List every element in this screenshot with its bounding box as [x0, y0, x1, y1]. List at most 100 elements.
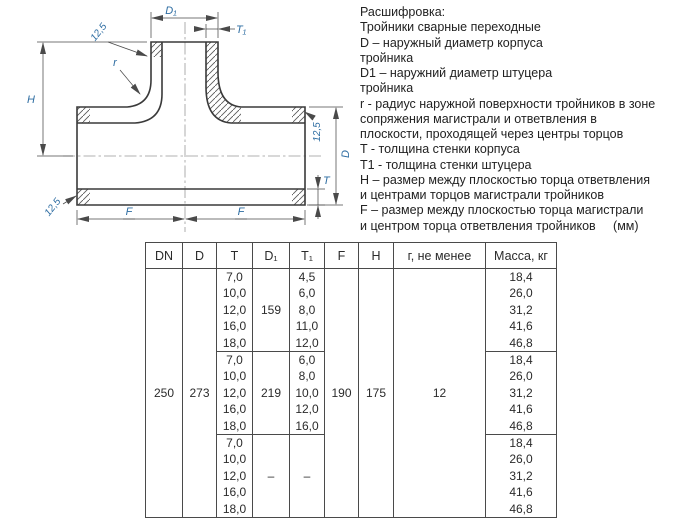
table-row: 10,0 8,0 26,0 [146, 368, 557, 385]
col-header-mass: Масса, кг [485, 242, 557, 269]
cell-mass: 26,0 [485, 285, 557, 302]
cell-h: 175 [358, 268, 394, 518]
cell-mass: 18,4 [485, 351, 557, 369]
cell-t: 18,0 [216, 417, 253, 435]
table-row: 18,0 16,0 46,8 [146, 417, 557, 435]
bevel-label-top: 12,5 [89, 21, 110, 43]
cell-mass: 26,0 [485, 451, 557, 468]
cell-t1: 8,0 [289, 368, 325, 385]
cell-mass: 46,8 [485, 334, 557, 352]
cell-t1: 6,0 [289, 351, 325, 369]
cell-t: 10,0 [216, 285, 253, 302]
cell-d1: 219 [252, 351, 290, 435]
cell-mass: 41,6 [485, 318, 557, 335]
table-row: 10,0 26,0 [146, 451, 557, 468]
table-header-row: DN D T D₁ T₁ F H г, не менее Масса, кг [145, 242, 557, 269]
legend-item: F – размер между плоскостью торца магист… [360, 203, 644, 233]
cell-t: 18,0 [216, 334, 253, 352]
tee-drawing-svg: D₁ T₁ 12,5 r H D 12,5 T F F 12,5 [27, 5, 352, 232]
dim-label-d1: D₁ [165, 5, 177, 17]
cell-t1: 6,0 [289, 285, 325, 302]
dim-label-d: D [340, 150, 352, 158]
cell-mass: 31,2 [485, 384, 557, 402]
cell-t: 16,0 [216, 318, 253, 335]
cell-d1: 159 [252, 268, 290, 352]
cell-mass: 41,6 [485, 401, 557, 418]
table-row: 18,0 46,8 [146, 500, 557, 518]
cell-t1: 8,0 [289, 301, 325, 319]
col-header-t1: T₁ [289, 242, 325, 269]
cell-t: 12,0 [216, 384, 253, 402]
cell-t1: 12,0 [289, 401, 325, 418]
table-row: 7,0 – – 18,4 [146, 434, 557, 518]
table-row: 12,0 10,0 31,2 [146, 384, 557, 402]
cell-t: 7,0 [216, 434, 253, 452]
cell-t: 18,0 [216, 500, 253, 518]
dim-label-f-left: F [126, 206, 134, 218]
cell-t1: 16,0 [289, 417, 325, 435]
cell-mass: 46,8 [485, 417, 557, 435]
table-row: 7,0 219 6,0 18,4 [146, 351, 557, 435]
cell-mass: 41,6 [485, 484, 557, 501]
dim-label-h: H [27, 94, 35, 106]
cell-mass: 18,4 [485, 268, 557, 286]
dim-label-t1: T₁ [236, 24, 247, 36]
cell-t1: 4,5 [289, 268, 325, 286]
cell-d: 273 [182, 268, 217, 518]
table-row: 16,0 11,0 41,6 [146, 318, 557, 335]
legend-title: Расшифровка: [360, 5, 446, 19]
table-row: 16,0 41,6 [146, 484, 557, 501]
cell-t1: 10,0 [289, 384, 325, 402]
cell-t: 10,0 [216, 368, 253, 385]
col-header-d: D [182, 242, 217, 269]
legend: Расшифровка: Тройники сварные переходные… [360, 5, 694, 234]
cell-t1: – [289, 434, 325, 518]
table-row: 12,0 8,0 31,2 [146, 301, 557, 319]
col-header-h: H [358, 242, 394, 269]
dim-label-t: T [323, 175, 331, 187]
cell-t: 7,0 [216, 268, 253, 286]
cell-f: 190 [324, 268, 359, 518]
tee-drawing: D₁ T₁ 12,5 r H D 12,5 T F F 12,5 [4, 2, 354, 240]
cell-mass: 31,2 [485, 301, 557, 319]
col-header-f: F [324, 242, 359, 269]
dimension-lines [37, 12, 343, 225]
cell-r: 12 [393, 268, 486, 518]
hatch-areas [77, 42, 305, 205]
legend-item: T1 - толщина стенки штуцера [360, 157, 532, 172]
cell-t: 16,0 [216, 484, 253, 501]
cell-t: 10,0 [216, 451, 253, 468]
cell-t1: 11,0 [289, 318, 325, 335]
table-row: 12,0 31,2 [146, 467, 557, 485]
dim-label-r: r [113, 57, 118, 69]
cell-dn: 250 [145, 268, 183, 518]
table-row: 18,0 12,0 46,8 [146, 334, 557, 352]
col-header-t: T [216, 242, 253, 269]
col-header-dn: DN [145, 242, 183, 269]
col-header-r: г, не менее [393, 242, 486, 269]
bevel-label-right: 12,5 [312, 122, 323, 142]
bevel-label-bottom: 12,5 [43, 196, 64, 218]
legend-item: D1 – наружний диаметр штуцера тройника [360, 66, 553, 96]
legend-item: Тройники сварные переходные [360, 20, 541, 35]
table-row: 16,0 12,0 41,6 [146, 401, 557, 418]
cell-t1: 12,0 [289, 334, 325, 352]
spec-table: DN D T D₁ T₁ F H г, не менее Масса, кг 2… [145, 242, 557, 519]
cell-mass: 26,0 [485, 368, 557, 385]
centerlines [63, 22, 323, 232]
col-header-d1: D₁ [252, 242, 290, 269]
cell-d1: – [252, 434, 290, 518]
table-row: 250 273 7,0 159 4,5 190 175 12 18,4 [145, 268, 557, 518]
cell-t: 12,0 [216, 467, 253, 485]
table-row: 10,0 6,0 26,0 [146, 285, 557, 302]
cell-mass: 46,8 [485, 500, 557, 518]
legend-item: T - толщина стенки корпуса [360, 142, 520, 157]
dim-label-f-right: F [238, 206, 246, 218]
cell-t: 7,0 [216, 351, 253, 369]
legend-item: H – размер между плоскостью торца ответв… [360, 172, 650, 202]
legend-item: r - радиус наружной поверхности тройнико… [360, 96, 656, 142]
tee-profile [76, 41, 306, 206]
cell-mass: 31,2 [485, 467, 557, 485]
cell-t: 12,0 [216, 301, 253, 319]
legend-item: D – наружный диаметр корпуса тройника [360, 35, 543, 65]
